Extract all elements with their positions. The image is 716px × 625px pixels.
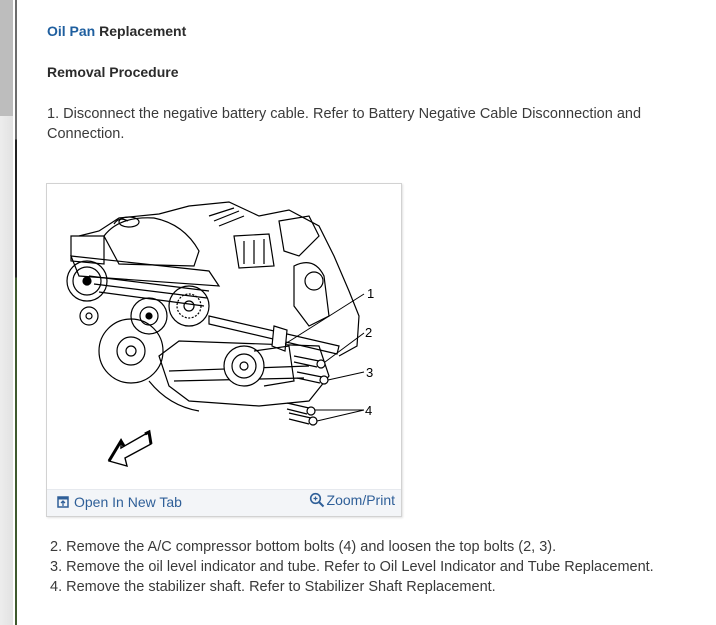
zoom-in-magnifier-icon [309,492,324,508]
scrollbar-thumb[interactable] [0,0,13,116]
title-link-oil-pan[interactable]: Oil Pan [47,23,96,39]
zoom-print-link[interactable]: Zoom/Print [309,492,395,508]
open-in-new-tab-label: Open In New Tab [74,494,182,510]
callout-3: 3 [366,365,373,380]
open-in-new-tab-icon [57,496,69,508]
title-rest: Replacement [95,23,187,39]
step-2: 2. Remove the A/C compressor bottom bolt… [50,539,557,555]
step-4: 4. Remove the stabilizer shaft. Refer to… [50,579,496,595]
engine-diagram-image[interactable]: 1 2 3 4 [59,196,389,481]
scrollbar-track[interactable] [0,0,13,625]
zoom-print-label: Zoom/Print [326,492,395,508]
callout-1: 1 [367,286,374,301]
steps-list: 2. Remove the A/C compressor bottom bolt… [50,537,654,597]
panel-divider [15,0,17,625]
open-in-new-tab-link[interactable]: Open In New Tab [57,494,182,510]
callout-4: 4 [365,403,372,418]
step-3: 3. Remove the oil level indicator and tu… [50,559,654,575]
page-title: Oil Pan Replacement [47,23,186,39]
figure-caption-bar: Open In New Tab Zoom/Print [47,489,401,516]
callout-2: 2 [365,325,372,340]
figure-frame: 1 2 3 4 Open In New Tab [46,183,402,517]
step-1: 1. Disconnect the negative battery cable… [47,106,642,142]
section-heading: Removal Procedure [47,64,179,80]
